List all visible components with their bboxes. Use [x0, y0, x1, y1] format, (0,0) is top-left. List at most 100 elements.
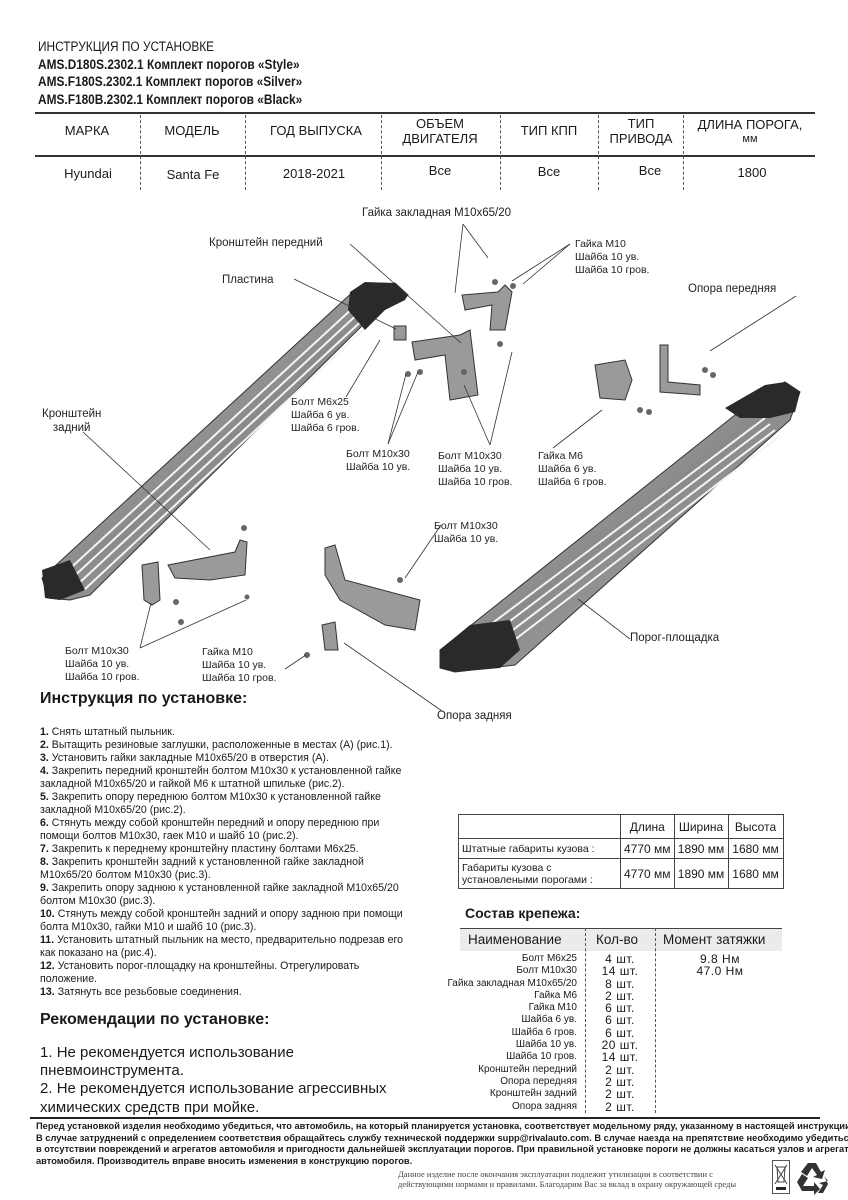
fastener-qty: 2 шт.: [605, 1099, 635, 1114]
instruction-step: 4. Закрепить передний кронштейн болтом M…: [40, 765, 402, 777]
dim-cell: 1890 мм: [673, 838, 729, 859]
cell-gearbox: Все: [537, 164, 561, 179]
cell-length: 1800: [737, 165, 767, 180]
instruction-step: как показано на (рис.4).: [40, 947, 157, 959]
recommendation-item: химических средств при мойке.: [40, 1098, 260, 1116]
col-header-year: ГОД ВЫПУСКА: [270, 123, 362, 138]
fastener-name: Опора передняя: [500, 1075, 577, 1087]
fastener-name: Шайба 6 ув.: [521, 1014, 577, 1026]
instruction-step: положение.: [40, 973, 98, 985]
fastener-qty: 2 шт.: [605, 1062, 635, 1077]
step-board-left: [41, 282, 409, 601]
label-front-bracket: Кронштейн передний: [209, 237, 323, 249]
label-rear-support: Опора задняя: [437, 710, 512, 722]
recycling-note: Данное изделие после окончания эксплуата…: [398, 1169, 737, 1189]
instruction-step: закладной M10x65/20 и гайкой M6 к штатно…: [40, 778, 345, 790]
col-divider: [500, 115, 501, 190]
instruction-step: 7. Закрепить к переднему кронштейну плас…: [40, 843, 359, 855]
product-3: AMS.F180B.2302.1 Комплект порогов «Black…: [38, 91, 303, 107]
dim-row-label: Габариты кузова с установлеными порогами…: [458, 858, 621, 889]
fastener-qty: 14 шт.: [601, 964, 639, 979]
recommendation-item: пневмоинструмента.: [40, 1062, 184, 1080]
fastener-row: Болт M6x25 4 шт. 9.8 Нм: [460, 953, 782, 965]
col-header-brand: МАРКА: [64, 123, 110, 138]
recommendation-list: 1. Не рекомендуется использование пневмо…: [40, 1044, 387, 1117]
fastener-torque: 47.0 Нм: [696, 964, 744, 979]
dim-cell: 4770 мм: [620, 838, 675, 859]
fastener-name: Гайка закладная M10x65/20: [447, 977, 577, 989]
label-step-board: Порог-площадка: [630, 632, 720, 644]
col-header-qty: Кол-во: [596, 932, 638, 947]
fastener-qty: 6 шт.: [605, 1025, 635, 1040]
col-header-torque: Момент затяжки: [663, 932, 766, 947]
fastener-qty: 2 шт.: [605, 1074, 635, 1089]
col-header-gearbox: ТИП КПП: [520, 123, 578, 138]
instruction-step: болтом M10x30 (рис.3).: [40, 895, 156, 907]
instruction-step: 3. Установить гайки закладные M10x65/20 …: [40, 752, 329, 764]
cell-year: 2018-2021: [282, 166, 346, 181]
fastener-qty: 2 шт.: [605, 988, 635, 1003]
cell-drive: Все: [638, 163, 662, 178]
cell-brand: Hyundai: [64, 166, 112, 181]
instruction-step: 11. Установить штатный пыльник на место,…: [40, 934, 403, 946]
fastener-name: Гайка M10: [528, 1002, 577, 1014]
table-top-rule: [35, 112, 815, 114]
instruction-step: 13. Затянуть все резьбовые соединения.: [40, 986, 242, 998]
fastener-qty: 20 шт.: [601, 1038, 639, 1053]
exploded-assembly-diagram: [41, 223, 801, 712]
recommendation-item: 2. Не рекомендуется использование агресс…: [40, 1080, 387, 1098]
instruction-step: болта M10x30, гайки M10 и шайб 10 (рис.3…: [40, 921, 257, 933]
fastener-row: Опора задняя 2 шт.: [460, 1101, 782, 1113]
document-header: ИНСТРУКЦИЯ ПО УСТАНОВКЕ AMS.D180S.2302.1…: [38, 38, 302, 108]
dim-header-blank: [458, 814, 621, 839]
fastener-row: Кронштейн передний 2 шт.: [460, 1064, 782, 1076]
instruction-step: 2. Вытащить резиновые заглушки, располож…: [40, 739, 393, 751]
fastener-row: Шайба 10 гров. 14 шт.: [460, 1051, 782, 1063]
fasteners-header-row: Наименование Кол-во Момент затяжки: [460, 928, 782, 951]
dimensions-table: Длина Ширина Высота Штатные габариты куз…: [458, 814, 784, 889]
instruction-step: 6. Стянуть между собой кронштейн передни…: [40, 817, 380, 829]
product-2: AMS.F180S.2302.1 Комплект порогов «Silve…: [38, 74, 303, 89]
table-mid-rule: [35, 155, 815, 157]
label-embed-nut: Гайка закладная M10x65/20: [362, 207, 511, 219]
instruction-step: 10. Стянуть между собой кронштейн задний…: [40, 908, 403, 920]
brackets: [141, 284, 701, 651]
step-board-right: [439, 381, 801, 673]
label-plate: Пластина: [222, 274, 274, 286]
footer-rule: [30, 1117, 820, 1119]
product-1: AMS.D180S.2302.1 Комплект порогов «Style…: [38, 56, 300, 72]
col-divider: [381, 115, 382, 190]
col-divider: [140, 115, 141, 190]
col-divider: [245, 115, 246, 190]
instruction-step: помощи болтов M10x30, гаек M10 и шайб 10…: [40, 830, 299, 842]
fasteners-heading: Состав крепежа:: [465, 905, 581, 921]
fastener-qty: 14 шт.: [601, 1050, 639, 1065]
fastener-name: Болт M6x25: [521, 953, 577, 964]
fasteners-table: Наименование Кол-во Момент затяжки Болт …: [447, 928, 782, 1113]
instruction-step: 9. Закрепить опору заднюю к установленно…: [40, 882, 399, 894]
recommendation-item: 1. Не рекомендуется использование: [40, 1044, 294, 1061]
col-header-model: МОДЕЛЬ: [164, 123, 220, 138]
fastener-name: Шайба 6 гров.: [511, 1026, 577, 1038]
instruction-step: M10x65/20 болтом M10x30 (рис.3).: [40, 869, 211, 881]
instruction-step: 12. Установить порог-площадку на кронште…: [40, 960, 360, 972]
fastener-row: Гайка закладная M10x65/20 8 шт.: [447, 976, 782, 991]
fastener-name: Болт M10x30: [516, 965, 577, 977]
instruction-steps: 1. Снять штатный пыльник.2. Вытащить рез…: [40, 726, 455, 999]
fastener-name: Кронштейн передний: [478, 1063, 577, 1075]
fastener-row: Опора передняя 2 шт.: [460, 1076, 782, 1088]
col-divider: [655, 928, 656, 1113]
col-divider: [683, 115, 684, 190]
dim-header-width: Ширина: [673, 814, 729, 839]
fastener-qty: 8 шт.: [605, 976, 635, 991]
fastener-row: Болт M10x30 14 шт. 47.0 Нм: [460, 965, 782, 977]
fastener-row: Шайба 6 гров. 6 шт.: [460, 1027, 782, 1039]
instruction-step: 5. Закрепить опору переднюю болтом M10x3…: [40, 791, 381, 803]
